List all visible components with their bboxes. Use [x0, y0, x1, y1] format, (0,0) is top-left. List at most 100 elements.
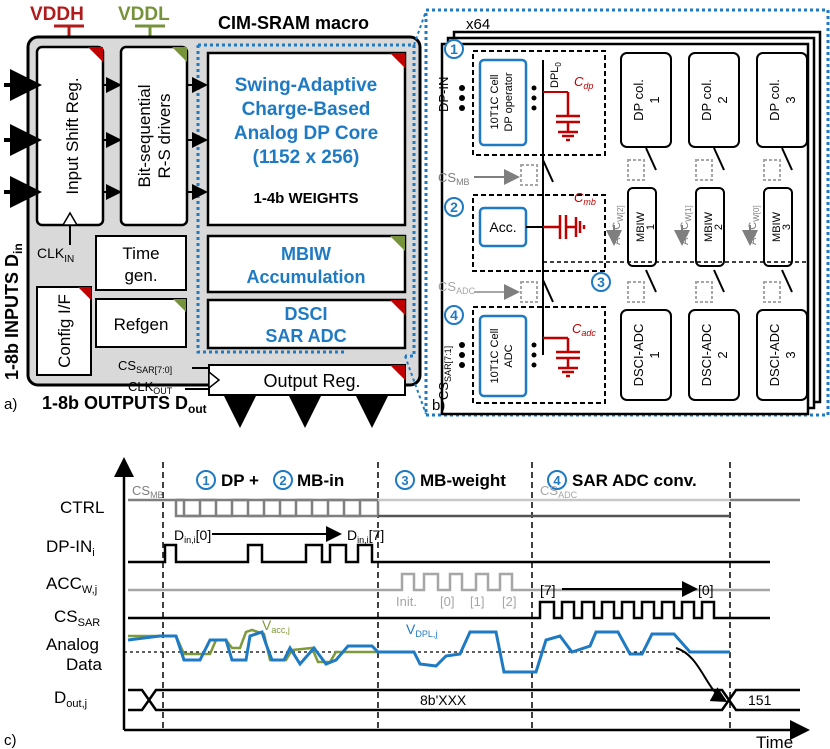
- svg-text:DSCI-ADC: DSCI-ADC: [699, 324, 714, 387]
- svg-text:3: 3: [783, 351, 798, 358]
- svg-text:DP col.: DP col.: [631, 79, 646, 121]
- dp-core-title: Swing-Adaptive Charge-Based Analog DP Co…: [234, 75, 378, 168]
- svg-text:1: 1: [645, 224, 657, 230]
- acc-label: Acc.: [489, 219, 516, 235]
- dout-xxx-value: 8b'XXX: [420, 692, 467, 708]
- svg-text:1: 1: [647, 351, 662, 358]
- switch-boxes-mb: [520, 159, 781, 186]
- svg-text:MB-in: MB-in: [297, 471, 344, 490]
- acc-w-arrows: [606, 225, 758, 246]
- analog-row-label-1: Analog: [46, 635, 99, 654]
- dp-column-3: [756, 52, 808, 148]
- din7-label: Din,i[7]: [347, 527, 384, 545]
- cadc-label: Cadc: [572, 321, 596, 338]
- clk-out-label: CLKOUT: [128, 379, 173, 396]
- rs-drivers-block: [119, 45, 189, 227]
- dp-in-wave: [128, 543, 770, 564]
- panel-b: x64 1 2 3 4 DP-IN 10T1C Cell DP operator…: [404, 8, 830, 417]
- svg-text:4: 4: [450, 307, 458, 323]
- dp-cell-region: [472, 50, 606, 156]
- svg-text:DSCI-ADC: DSCI-ADC: [631, 324, 646, 387]
- zoom-link: [413, 10, 427, 46]
- dp-cell-label-2: DP operator: [503, 72, 515, 131]
- svg-text:3: 3: [597, 274, 605, 290]
- panel-a-label: a): [4, 396, 17, 413]
- config-label: Config I/F: [55, 294, 74, 368]
- svg-text:3: 3: [781, 224, 793, 230]
- dp-core-line-4: (1152 x 256): [253, 147, 360, 168]
- cs-adc-label: CSADC: [438, 279, 476, 296]
- x64-label: x64: [466, 16, 490, 33]
- dp-column-2: [688, 52, 740, 148]
- cssar-row-label: CSSAR: [54, 607, 100, 629]
- clk-in-label: CLKIN: [37, 245, 74, 265]
- drivers-label-2: R-S drivers: [155, 93, 174, 178]
- v-dpl-wave: [127, 630, 730, 674]
- adc-line-1: DSCI: [284, 304, 327, 324]
- panel-c: Time c) 1 DP + 2 MB-in 3 MB-weight 4 SAR…: [4, 457, 810, 749]
- dout-row-label: Dout,j: [54, 688, 87, 710]
- dp-columns: DP col. 1 DP col. 2 DP col. 3: [620, 52, 808, 148]
- vdpl-label: VDPL,j: [406, 621, 437, 639]
- accw-row-label: ACCW,j: [46, 574, 97, 596]
- cmb-label: Cmb: [574, 190, 596, 207]
- corner-flag-red: [390, 53, 405, 68]
- svg-text:2: 2: [450, 199, 458, 215]
- conversion-arrow: [675, 647, 728, 702]
- panel-c-label: c): [4, 732, 17, 749]
- svg-text:MBIW: MBIW: [635, 211, 647, 242]
- config-if-block: [36, 286, 92, 376]
- drivers-label-1: Bit-sequential: [135, 84, 154, 187]
- dsci-adc-column-1: [620, 309, 672, 401]
- cs-sar-label: CSSAR[7:0]: [118, 358, 172, 375]
- cs-mb-wave-label: CSMB: [132, 483, 164, 500]
- svg-text:DP col.: DP col.: [767, 79, 782, 121]
- clock-triangle: [208, 370, 221, 390]
- adc-cell-label-1: 10T1C Cell: [489, 328, 501, 383]
- row-labels: CTRL DP-INi ACCW,j CSSAR Analog Data Dou…: [46, 498, 104, 710]
- svg-text:Init.: Init.: [396, 594, 417, 609]
- time-label: Time: [756, 733, 793, 749]
- dp-core-line-2: Charge-Based: [242, 99, 371, 120]
- ctrl-row-label: CTRL: [60, 498, 104, 517]
- mbiw-columns: MBIW 1 MBIW 2 MBIW 3: [627, 187, 793, 267]
- zoom-link: [404, 355, 427, 415]
- corner-flag-red: [390, 300, 405, 315]
- svg-text:2: 2: [715, 96, 730, 103]
- switch-boxes-adc: [520, 281, 781, 303]
- acc-region: [472, 194, 606, 272]
- svg-text:DP col.: DP col.: [699, 79, 714, 121]
- svg-text:2: 2: [713, 224, 725, 230]
- phase-headers: 1 DP + 2 MB-in 3 MB-weight 4 SAR ADC con…: [196, 470, 697, 490]
- sar-adc-block: [206, 298, 407, 350]
- svg-text:MB-weight: MB-weight: [420, 471, 506, 490]
- svg-text:MBIW: MBIW: [771, 211, 783, 242]
- svg-text:MBIW: MBIW: [703, 211, 715, 242]
- sar7-label: [7]: [540, 582, 556, 598]
- inputs-label: 1-8b INPUTS Din: [2, 243, 25, 380]
- cs-mb-label: CSMB: [438, 170, 470, 187]
- dp-cell-label-1: 10T1C Cell: [489, 74, 501, 129]
- svg-text:2: 2: [279, 473, 286, 488]
- svg-text:1: 1: [202, 473, 209, 488]
- panel-b-label: b): [432, 397, 445, 414]
- cap-mb: [543, 215, 586, 239]
- mbiw-column-1: [627, 187, 657, 267]
- dsci-adc-column-3: [756, 309, 808, 401]
- dout-bus: [128, 688, 800, 712]
- svg-text:2: 2: [715, 351, 730, 358]
- dout-final-value: 151: [748, 692, 772, 708]
- analog-row-label-2: Data: [66, 655, 102, 674]
- svg-text:[0]: [0]: [440, 594, 454, 609]
- svg-text:DSCI-ADC: DSCI-ADC: [767, 324, 782, 387]
- switches-adc: [542, 269, 793, 303]
- dp-operator-cell: [478, 58, 528, 147]
- svg-text:DP +: DP +: [221, 471, 259, 490]
- dp-column-1: [620, 52, 672, 148]
- cell-dots: [531, 342, 537, 368]
- svg-text:1: 1: [450, 41, 458, 57]
- panel-a: VDDH VDDL CIM-SRAM macro Input Shift Reg…: [2, 4, 422, 428]
- svg-text:SAR ADC conv.: SAR ADC conv.: [572, 471, 697, 490]
- vacc-label: Vacc,j: [262, 617, 290, 635]
- dp-in-label: DP-IN: [436, 77, 451, 112]
